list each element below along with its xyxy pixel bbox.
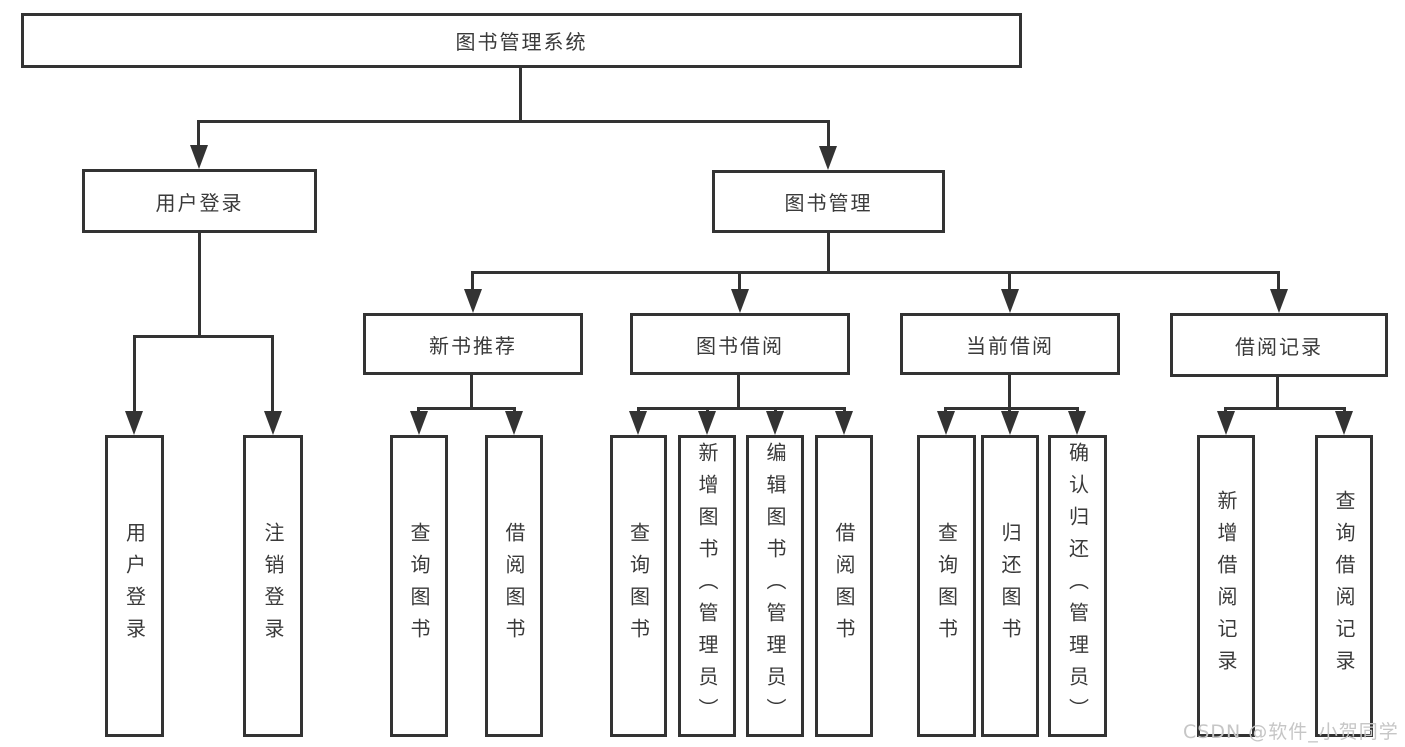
connector-line	[271, 335, 274, 415]
arrowhead-icon	[1001, 411, 1019, 435]
connector-line	[519, 68, 522, 120]
leaf-user-login: 用户登录	[105, 435, 164, 737]
leaf-query-books-current: 查询图书	[917, 435, 976, 737]
leaf-label: 借阅图书	[832, 522, 856, 650]
leaf-label: 注销登录	[261, 522, 285, 650]
node-book-borrow: 图书借阅	[630, 313, 850, 375]
node-label: 借阅记录	[1235, 334, 1323, 359]
leaf-label: 确认归还（管理员）	[1065, 442, 1090, 730]
node-borrow-records: 借阅记录	[1170, 313, 1388, 377]
arrowhead-icon	[464, 289, 482, 313]
leaf-label: 归还图书	[998, 522, 1022, 650]
connector-line	[133, 335, 274, 338]
arrowhead-icon	[1270, 289, 1288, 313]
leaf-add-books-admin: 新增图书（管理员）	[678, 435, 736, 737]
connector-line	[637, 407, 846, 410]
node-user-login: 用户登录	[82, 169, 317, 233]
leaf-borrow-books-recommend: 借阅图书	[485, 435, 543, 737]
connector-line	[197, 120, 830, 123]
arrowhead-icon	[1217, 411, 1235, 435]
leaf-query-borrow-record: 查询借阅记录	[1315, 435, 1373, 737]
connector-line	[738, 271, 741, 293]
connector-line	[197, 120, 200, 150]
arrowhead-icon	[125, 411, 143, 435]
arrowhead-icon	[505, 411, 523, 435]
leaf-label: 查询借阅记录	[1332, 490, 1356, 682]
leaf-borrow-books: 借阅图书	[815, 435, 873, 737]
arrowhead-icon	[264, 411, 282, 435]
leaf-return-books: 归还图书	[981, 435, 1039, 737]
arrowhead-icon	[1001, 289, 1019, 313]
leaf-label: 用户登录	[122, 522, 147, 650]
connector-line	[827, 120, 830, 150]
arrowhead-icon	[629, 411, 647, 435]
connector-line	[1008, 375, 1011, 407]
arrowhead-icon	[698, 411, 716, 435]
arrowhead-icon	[190, 145, 208, 169]
leaf-label: 查询图书	[407, 522, 431, 650]
leaf-query-books-borrow: 查询图书	[610, 435, 667, 737]
leaf-label: 新增图书（管理员）	[695, 442, 719, 730]
connector-line	[1008, 271, 1011, 293]
connector-line	[1276, 375, 1279, 407]
connector-line	[417, 407, 516, 410]
node-book-management: 图书管理	[712, 170, 945, 233]
leaf-label: 借阅图书	[502, 522, 526, 650]
connector-line	[470, 375, 473, 407]
connector-line	[471, 271, 1280, 274]
node-library-management-system: 图书管理系统	[21, 13, 1022, 68]
arrowhead-icon	[766, 411, 784, 435]
arrowhead-icon	[937, 411, 955, 435]
leaf-query-books-recommend: 查询图书	[390, 435, 448, 737]
node-label: 用户登录	[155, 190, 244, 215]
leaf-logout-login: 注销登录	[243, 435, 303, 737]
connector-line	[944, 407, 1079, 410]
leaf-confirm-return-admin: 确认归还（管理员）	[1048, 435, 1107, 737]
node-label: 当前借阅	[966, 333, 1054, 358]
arrowhead-icon	[819, 146, 837, 170]
leaf-label: 查询图书	[934, 522, 959, 650]
arrowhead-icon	[410, 411, 428, 435]
arrowhead-icon	[1335, 411, 1353, 435]
leaf-add-borrow-record: 新增借阅记录	[1197, 435, 1255, 737]
node-label: 图书管理系统	[455, 30, 588, 54]
leaf-edit-books-admin: 编辑图书（管理员）	[746, 435, 804, 737]
arrowhead-icon	[835, 411, 853, 435]
node-label: 图书借阅	[696, 333, 784, 358]
leaf-label: 查询图书	[626, 522, 651, 650]
csdn-watermark: CSDN @软件_小贺同学	[1183, 721, 1399, 743]
leaf-label: 编辑图书（管理员）	[763, 442, 787, 730]
connector-line	[471, 271, 474, 293]
connector-line	[737, 375, 740, 407]
connector-line	[827, 233, 830, 274]
arrowhead-icon	[1068, 411, 1086, 435]
connector-line	[198, 233, 201, 335]
node-current-borrow: 当前借阅	[900, 313, 1120, 375]
node-label: 图书管理	[784, 191, 873, 215]
node-label: 新书推荐	[429, 333, 517, 358]
connector-line	[1224, 407, 1346, 410]
connector-line	[1277, 271, 1280, 293]
connector-line	[133, 335, 136, 415]
leaf-label: 新增借阅记录	[1214, 490, 1238, 682]
node-new-book-recommend: 新书推荐	[363, 313, 583, 375]
arrowhead-icon	[731, 289, 749, 313]
